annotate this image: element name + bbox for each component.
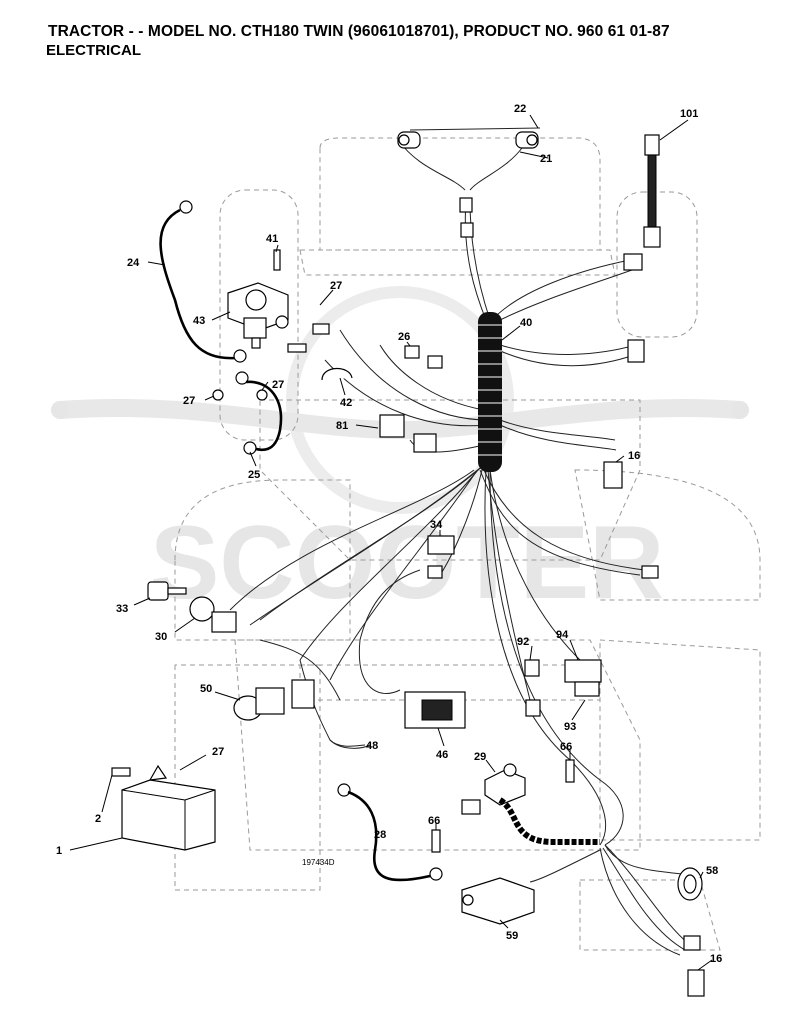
starter-solenoid-43 <box>227 282 289 349</box>
label-59: 59 <box>506 930 518 942</box>
nut-27-left <box>212 389 224 401</box>
label-30: 30 <box>155 631 167 643</box>
headlight-bar <box>409 127 541 131</box>
section-title: ELECTRICAL <box>46 42 141 59</box>
page-title: TRACTOR - - MODEL NO. CTH180 TWIN (96061… <box>48 23 670 40</box>
connector-101 <box>623 253 643 271</box>
label-41: 41 <box>266 233 278 245</box>
module-59 <box>461 877 535 925</box>
wire-loom-40 <box>478 312 502 472</box>
screw-66-top <box>565 759 575 783</box>
label-81: 81 <box>336 420 348 432</box>
label-26: 26 <box>398 331 410 343</box>
relay-81 <box>379 414 437 453</box>
connector-16-bottom-b <box>687 969 705 997</box>
label-21: 21 <box>540 153 552 165</box>
tractor-outline <box>174 137 761 951</box>
nut-27-mid <box>256 389 268 401</box>
leader-lines <box>69 114 713 971</box>
label-50: 50 <box>200 683 212 695</box>
headlamp-plug <box>460 222 474 238</box>
drawing-reference: 197434D <box>302 858 335 867</box>
connector-92b <box>525 699 541 717</box>
label-66-top: 66 <box>560 741 572 753</box>
label-27-mid: 27 <box>272 379 284 391</box>
label-46: 46 <box>436 749 448 761</box>
battery-1 <box>121 779 216 851</box>
label-40: 40 <box>520 317 532 329</box>
label-2: 2 <box>95 813 101 825</box>
cable-24 <box>159 200 247 363</box>
connector-right <box>627 339 645 363</box>
headlamp-connector <box>459 197 473 213</box>
connector-16-top <box>603 461 623 489</box>
label-24: 24 <box>127 257 140 269</box>
connector-92 <box>524 659 540 677</box>
label-101: 101 <box>680 108 698 120</box>
switch-34 <box>427 535 455 555</box>
harness-wires <box>229 139 691 956</box>
label-58: 58 <box>706 865 718 877</box>
page-header: TRACTOR - - MODEL NO. CTH180 TWIN (96061… <box>46 22 788 60</box>
label-92: 92 <box>517 636 529 648</box>
label-1: 1 <box>56 845 62 857</box>
switch-94 <box>564 659 602 697</box>
label-29: 29 <box>474 751 486 763</box>
cable-25 <box>235 371 283 455</box>
label-22: 22 <box>514 103 526 115</box>
label-27-left: 27 <box>183 395 195 407</box>
ignition-switch-30 <box>189 596 237 633</box>
label-34: 34 <box>430 519 443 531</box>
clip-42 <box>321 367 353 381</box>
label-66-bottom: 66 <box>428 815 440 827</box>
connector-58 <box>677 867 703 901</box>
ignition-key-33 <box>147 581 187 601</box>
headlamp-left <box>397 131 421 149</box>
label-16-top: 16 <box>628 450 640 462</box>
label-16-bottom: 16 <box>710 953 722 965</box>
switch-34-plug <box>427 565 443 579</box>
label-43: 43 <box>193 315 205 327</box>
connector-26b <box>427 355 443 369</box>
battery-terminal <box>148 764 168 781</box>
cable-28 <box>337 783 443 882</box>
label-25: 25 <box>248 469 260 481</box>
connector-right-mid <box>641 565 659 579</box>
connector-26a <box>404 345 420 359</box>
callout-labels: 22 21 101 24 41 27 43 40 26 27 27 42 81 … <box>56 103 722 965</box>
bolt-2 <box>111 767 131 777</box>
label-27-battery: 27 <box>212 746 224 758</box>
headlamp-right <box>515 131 539 149</box>
bolt-41 <box>273 249 281 271</box>
label-94: 94 <box>556 629 569 641</box>
nut-27-top <box>275 315 289 329</box>
label-93: 93 <box>564 721 576 733</box>
wire-48 <box>329 739 366 747</box>
coiled-cord <box>498 797 600 845</box>
switch-29 <box>461 763 526 815</box>
label-48: 48 <box>366 740 378 752</box>
label-28: 28 <box>374 829 386 841</box>
hour-meter-46 <box>404 691 466 729</box>
fuse-holder <box>312 323 330 335</box>
screw-66-bottom <box>431 829 441 853</box>
connector-16-bottom-a <box>683 935 701 951</box>
label-27-top: 27 <box>330 280 342 292</box>
label-42: 42 <box>340 397 352 409</box>
part-101-lead <box>643 134 661 248</box>
label-33: 33 <box>116 603 128 615</box>
watermark-text: SCOOTER <box>150 505 664 621</box>
fuse <box>287 343 307 353</box>
switch-50 <box>233 679 315 721</box>
